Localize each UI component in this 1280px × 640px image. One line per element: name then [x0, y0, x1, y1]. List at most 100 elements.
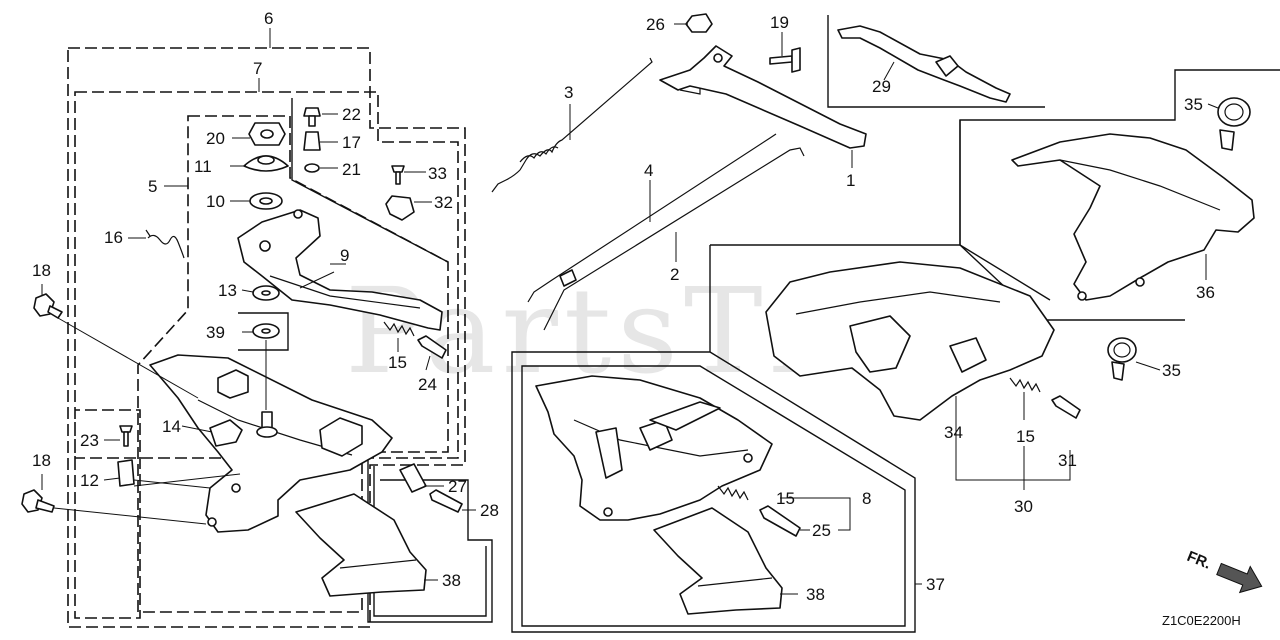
callout-24[interactable]: 24	[418, 375, 437, 394]
base-hole-2	[207, 517, 217, 527]
callout-12[interactable]: 12	[80, 471, 99, 490]
part-23-screw[interactable]	[119, 425, 133, 433]
clamp-upper-pin	[1219, 129, 1235, 151]
bolt-18-lower-shank	[35, 499, 55, 513]
clamp-upper-inner	[1224, 103, 1244, 121]
base-bracket	[319, 417, 363, 457]
callout-13[interactable]: 13	[218, 281, 237, 300]
part-35-clamp-upper[interactable]	[1217, 97, 1251, 127]
part-15-spring-left[interactable]	[383, 321, 415, 337]
callout-17[interactable]: 17	[342, 133, 361, 152]
part-33-screw[interactable]	[391, 165, 405, 173]
plate-left-fold	[339, 559, 417, 569]
group-22-frame	[291, 98, 449, 263]
callout-8[interactable]: 8	[862, 489, 871, 508]
part-21-washer[interactable]	[304, 163, 320, 173]
part-15-spring-right[interactable]	[1009, 377, 1041, 393]
leader-lines	[41, 23, 1219, 595]
part-2-choke-rod[interactable]	[543, 147, 805, 331]
callout-38-center[interactable]: 38	[806, 585, 825, 604]
part-22-bolt[interactable]	[303, 107, 321, 117]
callout-30[interactable]: 30	[1014, 497, 1033, 516]
callout-28[interactable]: 28	[480, 501, 499, 520]
callout-18-lower[interactable]: 18	[32, 451, 51, 470]
part-28-bolt[interactable]	[429, 489, 463, 513]
part-12-clip[interactable]	[117, 459, 135, 487]
part-38-plate-left[interactable]	[295, 493, 427, 597]
group-37-frame	[511, 351, 916, 633]
callout-33[interactable]: 33	[428, 164, 447, 183]
part-29-lever[interactable]	[837, 25, 1011, 103]
callout-32[interactable]: 32	[434, 193, 453, 212]
group-38-left-frame	[367, 460, 493, 623]
callout-20[interactable]: 20	[206, 129, 225, 148]
callout-2[interactable]: 2	[670, 265, 679, 284]
part-16-spring[interactable]	[145, 229, 185, 259]
callout-15-left[interactable]: 15	[388, 353, 407, 372]
callout-18-upper[interactable]: 18	[32, 261, 51, 280]
callout-11[interactable]: 11	[194, 157, 212, 176]
part-15-spring-center[interactable]	[717, 485, 749, 501]
cap-bore	[257, 155, 275, 165]
callout-25[interactable]: 25	[812, 521, 831, 540]
callout-3[interactable]: 3	[564, 83, 573, 102]
callout-26[interactable]: 26	[646, 15, 665, 34]
callout-31[interactable]: 31	[1058, 451, 1077, 470]
callout-7[interactable]: 7	[253, 59, 262, 78]
base-hole-1	[231, 483, 241, 493]
group-34-frame-b	[709, 244, 1051, 352]
callout-16[interactable]: 16	[104, 228, 123, 247]
direction-arrow-icon	[1216, 562, 1263, 594]
callout-21[interactable]: 21	[342, 160, 361, 179]
part-9-governor-arm[interactable]	[237, 209, 443, 331]
part-34-cover[interactable]	[765, 261, 1055, 421]
part-31-bolt[interactable]	[1051, 395, 1081, 419]
callout-5[interactable]: 5	[148, 177, 157, 196]
group-6-frame	[67, 47, 466, 628]
callout-35-lower[interactable]: 35	[1162, 361, 1181, 380]
part-4-link-rod[interactable]	[527, 133, 777, 303]
part-24-bolt[interactable]	[417, 335, 447, 359]
part-25-bolt[interactable]	[759, 505, 801, 537]
washer-hole-3	[261, 328, 271, 334]
callout-15-right[interactable]: 15	[1016, 427, 1035, 446]
callout-23[interactable]: 23	[80, 431, 99, 450]
group-7-frame	[74, 91, 459, 619]
callout-10[interactable]: 10	[206, 192, 225, 211]
callout-14[interactable]: 14	[162, 417, 181, 436]
callout-6[interactable]: 6	[264, 9, 273, 28]
screw-33-shank	[395, 171, 401, 185]
part-17-collar[interactable]	[303, 131, 321, 151]
cover-34-ridge	[795, 291, 1001, 315]
front-direction-indicator: FR.	[1185, 548, 1263, 594]
part-36-shroud[interactable]	[1011, 133, 1255, 301]
callout-35-upper[interactable]: 35	[1184, 95, 1203, 114]
callout-9[interactable]: 9	[340, 246, 349, 265]
callout-29[interactable]: 29	[872, 77, 891, 96]
callout-1[interactable]: 1	[846, 171, 855, 190]
callout-19[interactable]: 19	[770, 13, 789, 32]
part-19-bolt[interactable]	[769, 55, 793, 65]
callout-37[interactable]: 37	[926, 575, 945, 594]
callout-22[interactable]: 22	[342, 105, 361, 124]
callout-34[interactable]: 34	[944, 423, 963, 442]
part-38-plate-center[interactable]	[653, 507, 783, 615]
base-tab	[217, 369, 249, 399]
callout-38-left[interactable]: 38	[442, 571, 461, 590]
part-14-control-base[interactable]	[149, 354, 393, 533]
part-1-lever[interactable]	[659, 45, 867, 149]
lever-hole	[713, 53, 723, 63]
callout-15-center[interactable]: 15	[776, 489, 795, 508]
part-32-clip[interactable]	[385, 195, 415, 221]
part-26-nut[interactable]	[685, 13, 713, 33]
callout-39[interactable]: 39	[206, 323, 225, 342]
part-35-clamp-lower[interactable]	[1107, 337, 1137, 363]
callout-27[interactable]: 27	[448, 477, 467, 496]
part-3-spring-rod[interactable]	[491, 57, 653, 193]
plate-37-arm	[649, 401, 721, 431]
callout-4[interactable]: 4	[644, 161, 653, 180]
callout-36[interactable]: 36	[1196, 283, 1215, 302]
part-27-collar[interactable]	[399, 463, 427, 493]
cover-34-handle	[849, 315, 911, 373]
